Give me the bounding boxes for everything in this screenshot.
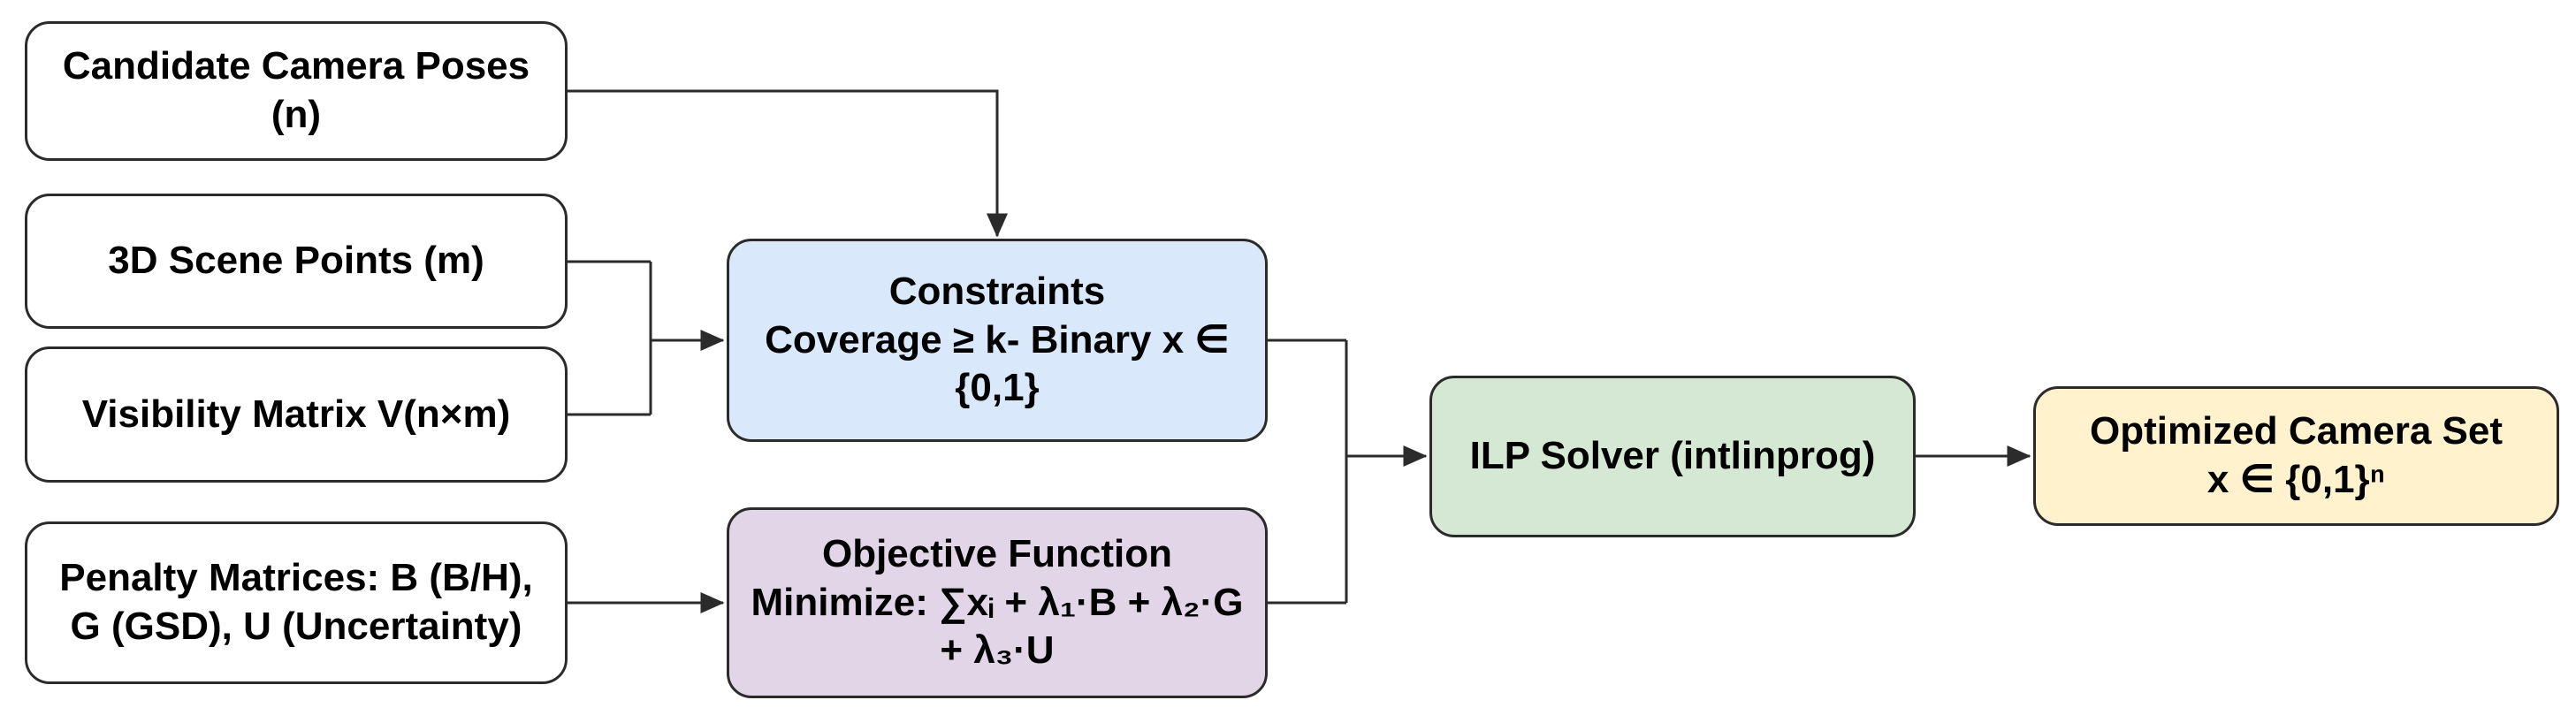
edge-candidate-to-constraints	[568, 89, 1008, 238]
node-objective-function: Objective Function Minimize: ∑xᵢ + λ₁·B …	[727, 507, 1268, 698]
node-penalty-matrices: Penalty Matrices: B (B/H), G (GSD), U (U…	[25, 521, 568, 684]
node-visibility-matrix: Visibility Matrix V(n×m)	[25, 346, 568, 483]
node-ilp-solver: ILP Solver (intlinprog)	[1429, 376, 1916, 537]
node-3d-scene-points: 3D Scene Points (m)	[25, 194, 568, 329]
node-optimized-camera-set: Optimized Camera Set x ∈ {0,1}ⁿ	[2033, 386, 2559, 526]
node-candidate-camera-poses: Candidate Camera Poses (n)	[25, 21, 568, 161]
node-constraints: Constraints Coverage ≥ k- Binary x ∈ {0,…	[727, 239, 1268, 442]
